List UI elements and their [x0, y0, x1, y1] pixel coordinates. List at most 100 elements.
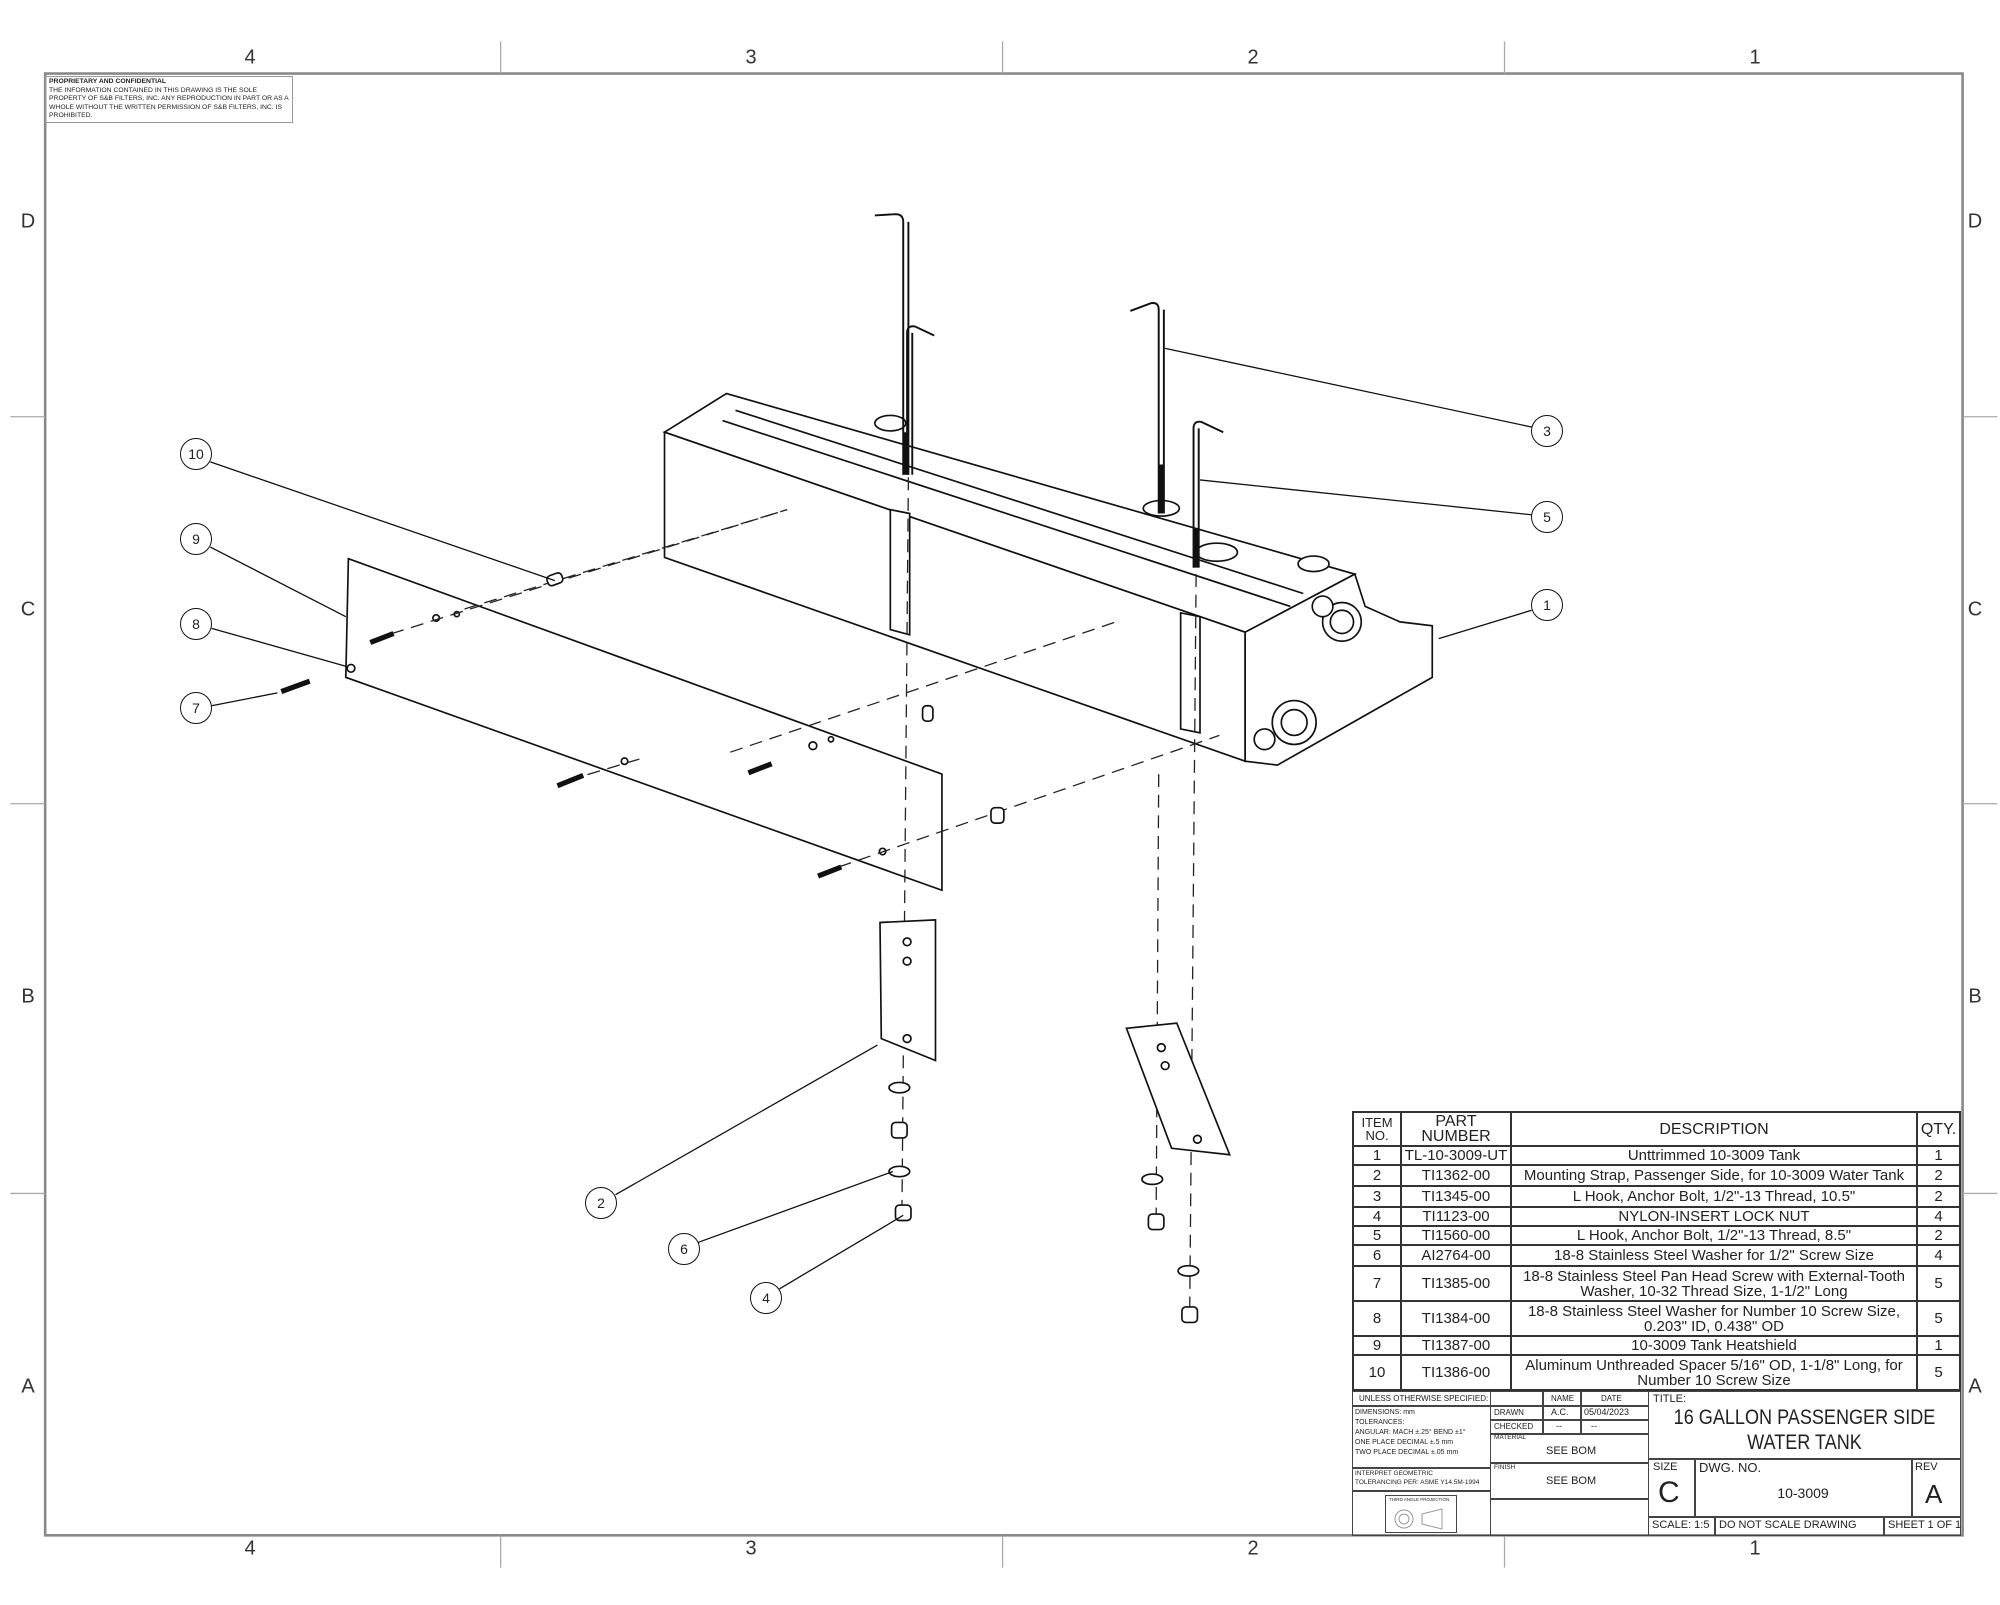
- zone-col-2-bottom: 2: [1247, 1537, 1259, 1560]
- dwg-no-label: DWG. NO.: [1699, 1460, 1762, 1475]
- bom-cell-qty: 1: [1916, 1335, 1961, 1356]
- bom-cell-part: TI1386-00: [1400, 1354, 1512, 1391]
- zone-col-1-top: 1: [1749, 46, 1761, 69]
- callout-balloon: 9: [180, 523, 212, 555]
- material-value: SEE BOM: [1546, 1445, 1597, 1457]
- zone-col-3-bottom: 3: [745, 1537, 757, 1560]
- bom-cell-desc: Mounting Strap, Passenger Side, for 10-3…: [1510, 1164, 1918, 1187]
- sheet-number: SHEET 1 OF 1: [1888, 1519, 1962, 1531]
- drawn-label: DRAWN: [1494, 1408, 1524, 1417]
- date-label: DATE: [1601, 1394, 1622, 1403]
- bom-cell-qty: 4: [1916, 1244, 1961, 1267]
- zone-row-a-right: A: [1968, 1375, 1982, 1398]
- third-angle-projection-icon: [1394, 1508, 1443, 1530]
- finish-label: FINISH: [1494, 1464, 1516, 1471]
- callout-balloon: 3: [1531, 415, 1563, 447]
- finish-value: SEE BOM: [1546, 1475, 1597, 1487]
- bom-cell-part: TI1385-00: [1400, 1265, 1512, 1302]
- bom-cell-qty: 2: [1916, 1185, 1961, 1208]
- projection-symbol: THIRD ANGLE PROJECTION: [1385, 1495, 1457, 1533]
- tolerance-block: UNLESS OTHERWISE SPECIFIED: DIMENSIONS: …: [1352, 1391, 1491, 1536]
- drawing-title-line2: WATER TANK: [1747, 1431, 1862, 1454]
- projection-label: THIRD ANGLE PROJECTION: [1389, 1497, 1450, 1502]
- zone-col-1-bottom: 1: [1749, 1537, 1761, 1560]
- checked-name: --: [1556, 1421, 1562, 1431]
- bom-cell-qty: 4: [1916, 1206, 1961, 1227]
- bom-cell-desc: NYLON-INSERT LOCK NUT: [1510, 1206, 1918, 1227]
- zone-row-b-right: B: [1968, 985, 1982, 1008]
- bom-cell-part: TL-10-3009-UT: [1400, 1145, 1512, 1166]
- bom-cell-part: TI1384-00: [1400, 1300, 1512, 1337]
- callout-balloon: 10: [180, 438, 212, 470]
- bom-cell-qty: 5: [1916, 1265, 1961, 1302]
- bom-cell-part: TI1560-00: [1400, 1225, 1512, 1246]
- callout-balloon: 5: [1531, 501, 1563, 533]
- zone-col-4-top: 4: [244, 46, 256, 69]
- unless-specified: UNLESS OTHERWISE SPECIFIED:: [1359, 1394, 1489, 1403]
- rev-value: A: [1925, 1479, 1943, 1509]
- bom-header-qty: QTY.: [1916, 1111, 1961, 1147]
- bom-cell-item: 3: [1352, 1185, 1402, 1208]
- bom-cell-item: 1: [1352, 1145, 1402, 1166]
- drawn-name: A.C.: [1551, 1407, 1569, 1417]
- bom-cell-qty: 5: [1916, 1300, 1961, 1337]
- bom-cell-item: 9: [1352, 1335, 1402, 1356]
- notice-body: THE INFORMATION CONTAINED IN THIS DRAWIN…: [49, 86, 289, 120]
- zone-row-d-right: D: [1967, 210, 1983, 233]
- tolerances-note: TOLERANCES:: [1355, 1419, 1405, 1426]
- bom-cell-desc: 18-8 Stainless Steel Washer for Number 1…: [1510, 1300, 1918, 1337]
- bom-cell-item: 10: [1352, 1354, 1402, 1391]
- zone-row-b-left: B: [21, 985, 35, 1008]
- bom-cell-qty: 5: [1916, 1354, 1961, 1391]
- water-tank: [662, 392, 1434, 766]
- size-value: C: [1658, 1476, 1680, 1509]
- bom-cell-item: 7: [1352, 1265, 1402, 1302]
- callout-balloon: 7: [180, 692, 212, 724]
- callout-balloon: 1: [1531, 589, 1563, 621]
- bom-cell-part: TI1123-00: [1400, 1206, 1512, 1227]
- dwg-no-value: 10-3009: [1777, 1485, 1829, 1501]
- bom-cell-desc: Aluminum Unthreaded Spacer 5/16" OD, 1-1…: [1510, 1354, 1918, 1391]
- zone-row-d-left: D: [20, 210, 36, 233]
- mounting-straps: [879, 919, 1231, 1156]
- bom-cell-item: 8: [1352, 1300, 1402, 1337]
- bom-cell-desc: L Hook, Anchor Bolt, 1/2"-13 Thread, 8.5…: [1510, 1225, 1918, 1246]
- callout-balloon: 8: [180, 608, 212, 640]
- bom-cell-part: AI2764-00: [1400, 1244, 1512, 1267]
- drawn-date: 05/04/2023: [1584, 1407, 1630, 1417]
- zone-row-c-right: C: [1967, 598, 1983, 621]
- title-area: TITLE: 16 GALLON PASSENGER SIDE WATER TA…: [1648, 1391, 1961, 1536]
- checked-date: --: [1591, 1421, 1597, 1431]
- bom-cell-item: 6: [1352, 1244, 1402, 1267]
- interpret-note: INTERPRET GEOMETRIC: [1355, 1470, 1433, 1477]
- bom-header-item: ITEM NO.: [1352, 1111, 1402, 1147]
- drawing-title-line1: 16 GALLON PASSENGER SIDE: [1673, 1406, 1936, 1429]
- checked-label: CHECKED: [1494, 1422, 1534, 1431]
- do-not-scale-note: DO NOT SCALE DRAWING: [1719, 1519, 1857, 1531]
- bom-cell-desc: 18-8 Stainless Steel Washer for 1/2" Scr…: [1510, 1244, 1918, 1267]
- bom-cell-item: 2: [1352, 1164, 1402, 1187]
- zone-row-a-left: A: [21, 1375, 35, 1398]
- bom-cell-part: TI1345-00: [1400, 1185, 1512, 1208]
- bom-cell-item: 5: [1352, 1225, 1402, 1246]
- title-label: TITLE:: [1653, 1393, 1687, 1405]
- callout-balloon: 6: [668, 1233, 700, 1265]
- angular-tolerance: ANGULAR: MACH ±.25° BEND ±1°: [1355, 1429, 1466, 1436]
- callout-balloon: 4: [750, 1282, 782, 1314]
- material-label: MATERIAL: [1494, 1434, 1527, 1441]
- zone-col-4-bottom: 4: [244, 1537, 256, 1560]
- approval-block: NAME DATE DRAWN A.C. 05/04/2023 CHECKED …: [1490, 1391, 1649, 1536]
- bom-cell-qty: 1: [1916, 1145, 1961, 1166]
- zone-col-3-top: 3: [745, 46, 757, 69]
- callout-balloon: 2: [585, 1187, 617, 1219]
